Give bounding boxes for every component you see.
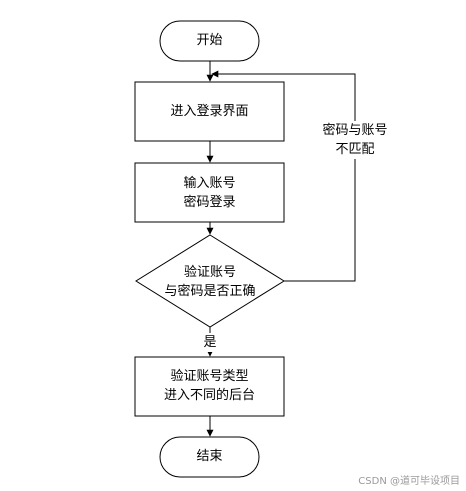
enter-login-label: 进入登录界面 bbox=[170, 104, 249, 119]
input-label: 输入账号 密码登录 bbox=[183, 176, 236, 210]
mismatch-label: 密码与账号 不匹配 bbox=[310, 121, 400, 159]
verify-label: 验证账号 与密码是否正确 bbox=[164, 265, 256, 299]
end-terminal bbox=[159, 436, 260, 478]
verify-type-label: 验证账号类型 进入不同的后台 bbox=[163, 369, 255, 403]
watermark: CSDN @道可毕设项目 bbox=[358, 476, 460, 487]
start-label: 开始 bbox=[196, 33, 223, 48]
enter-login-box bbox=[134, 81, 285, 142]
verify-type-box bbox=[134, 356, 285, 417]
end-label: 结束 bbox=[196, 449, 223, 464]
yes-label: 是 bbox=[196, 333, 224, 352]
loop-back-line bbox=[211, 70, 356, 282]
input-box bbox=[134, 162, 285, 223]
